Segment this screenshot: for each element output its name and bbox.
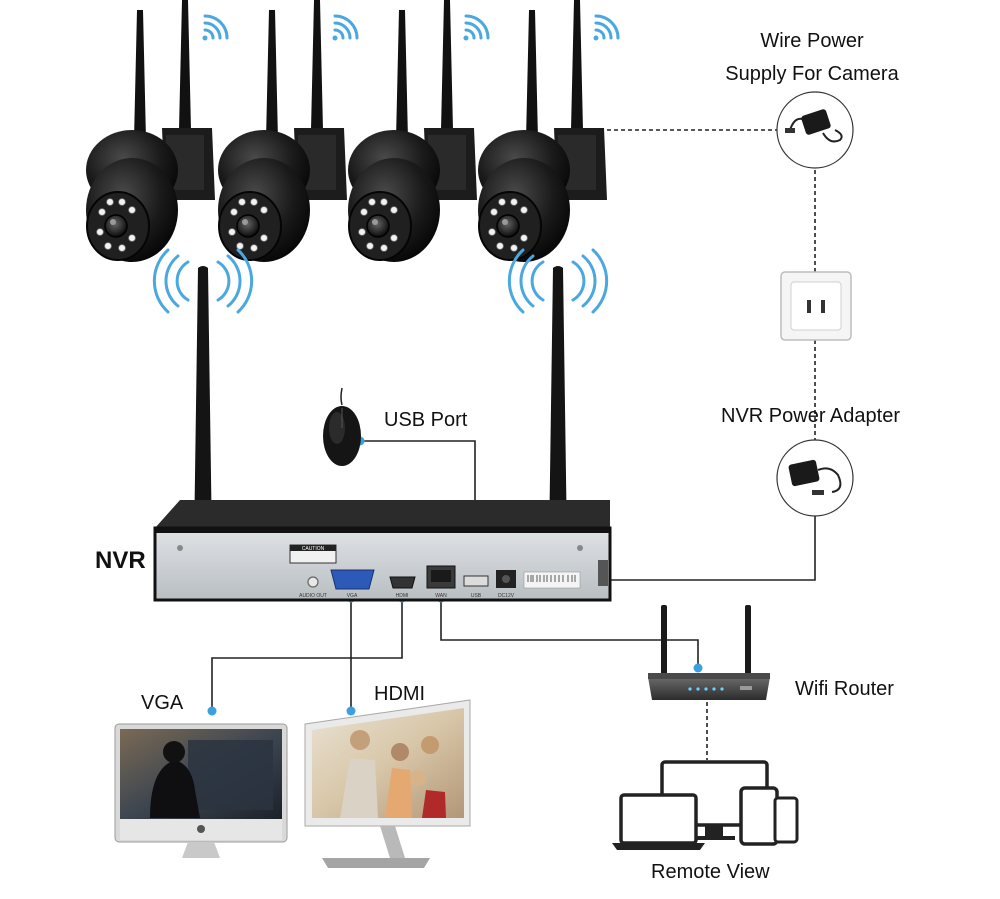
hdmi-line bbox=[211, 598, 403, 710]
wire-power-label-line2: Supply For Camera bbox=[725, 63, 899, 85]
usb-port-label: USB bbox=[471, 593, 482, 599]
wan-port-label: WAN bbox=[435, 593, 447, 599]
remote-view-devices bbox=[612, 760, 799, 850]
usb-port-title: USB Port bbox=[384, 409, 468, 431]
camera-power-adapter-icon bbox=[776, 91, 854, 169]
vga-title: VGA bbox=[141, 692, 184, 714]
camera-1 bbox=[86, 0, 215, 262]
nvr-power-adapter-icon bbox=[776, 439, 854, 517]
nvr-title: NVR bbox=[95, 547, 146, 574]
wifi-icon bbox=[332, 14, 359, 41]
hdmi-title: HDMI bbox=[374, 683, 426, 705]
wall-outlet-icon bbox=[780, 271, 852, 341]
hdmi-port-label: HDMI bbox=[396, 593, 409, 599]
camera-3 bbox=[348, 0, 477, 262]
wifi-icon bbox=[202, 14, 229, 41]
audio-out-label: AUDIO OUT bbox=[299, 593, 327, 599]
camera-group bbox=[86, 0, 607, 262]
wifi-waves-left bbox=[152, 248, 254, 314]
nvr-power-adapter-title: NVR Power Adapter bbox=[721, 405, 900, 427]
apple-logo-icon bbox=[197, 825, 205, 833]
wifi-router-title: Wifi Router bbox=[795, 678, 894, 700]
vga-port-label: VGA bbox=[347, 593, 358, 599]
hdmi-monitor bbox=[304, 699, 471, 868]
usb-mouse bbox=[323, 387, 361, 466]
remote-view-title: Remote View bbox=[651, 861, 770, 883]
wan-line bbox=[440, 598, 699, 668]
camera-4 bbox=[478, 0, 607, 262]
vga-monitor bbox=[114, 723, 288, 858]
wifi-router bbox=[648, 605, 770, 700]
camera-2 bbox=[218, 0, 347, 262]
dc-port-label: DC12V bbox=[498, 593, 515, 599]
wifi-icon bbox=[593, 14, 620, 41]
wifi-icon bbox=[463, 14, 490, 41]
caution-label: CAUTION bbox=[302, 546, 325, 552]
adapter-to-nvr-line bbox=[520, 515, 816, 581]
wire-power-label-line1: Wire Power bbox=[760, 30, 864, 52]
wifi-icons-top bbox=[202, 14, 620, 41]
wifi-waves-right bbox=[507, 248, 609, 314]
nvr-box: CAUTION AUDIO OUT VGA HDMI WAN USB DC12V bbox=[153, 500, 612, 602]
